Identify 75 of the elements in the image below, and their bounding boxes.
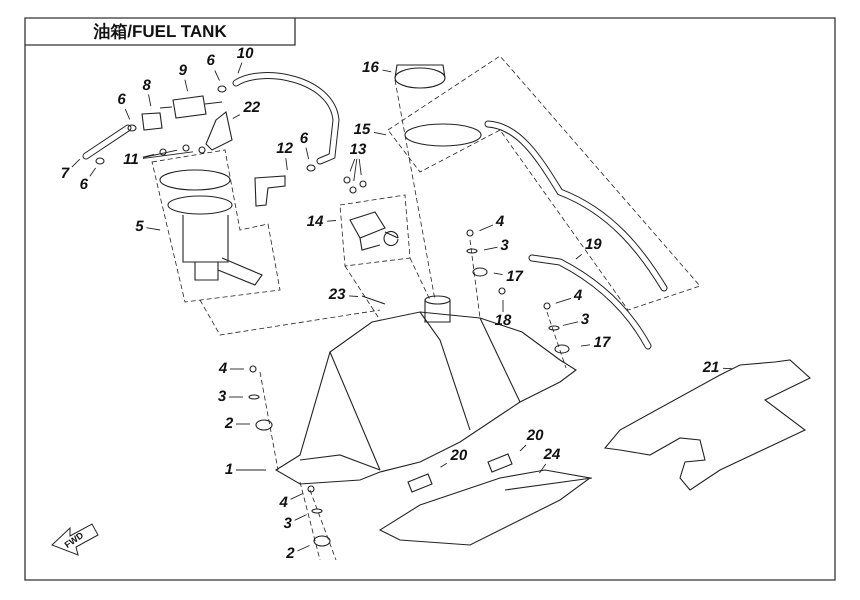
- leader-line: [296, 545, 310, 552]
- callout-number: 12: [272, 140, 297, 158]
- callout-number: 1: [222, 461, 236, 479]
- leader-line: [71, 158, 80, 168]
- leader-line: [580, 344, 590, 347]
- leader-line: [214, 70, 220, 82]
- leader-line: [290, 493, 304, 500]
- leader-line: [350, 158, 356, 172]
- diagram-title: 油箱/FUEL TANK: [92, 21, 228, 43]
- leader-line: [294, 514, 308, 521]
- leader-line: [555, 298, 572, 304]
- callout-number: 6: [204, 52, 218, 70]
- leader-line: [575, 254, 582, 260]
- callout-number: 17: [502, 268, 527, 286]
- leader-line: [124, 108, 130, 120]
- leader-line: [374, 132, 387, 136]
- callout-number: 14: [303, 213, 328, 232]
- callout-number: 10: [233, 44, 258, 63]
- callout-number: 6: [296, 130, 311, 148]
- callout-number: 23: [325, 286, 350, 304]
- leader-line: [479, 224, 494, 232]
- leader-line: [232, 114, 240, 119]
- leader-line: [353, 158, 358, 182]
- callout-number: 11: [119, 151, 143, 169]
- callout-number: 22: [240, 99, 264, 118]
- callout-number: 13: [346, 141, 370, 159]
- callout-number: 3: [215, 388, 229, 406]
- leader-line: [146, 227, 161, 230]
- leader-line: [142, 150, 178, 158]
- callout-number: 20: [523, 426, 548, 445]
- leader-line: [306, 147, 310, 160]
- callout-number: 20: [446, 446, 471, 465]
- leader-line: [520, 444, 527, 452]
- callout-number: 17: [590, 334, 614, 352]
- callout-number: 8: [140, 76, 154, 95]
- leader-line: [493, 272, 504, 276]
- callout-number: 6: [114, 91, 129, 110]
- callout-number: 3: [498, 236, 512, 255]
- leader-line: [285, 158, 288, 170]
- callout-number: 4: [571, 287, 585, 305]
- leader-line: [142, 151, 194, 159]
- leader-line: [238, 62, 242, 74]
- leader-line: [228, 396, 244, 398]
- leader-line: [382, 70, 392, 72]
- leader-line: [562, 321, 578, 326]
- leader-line: [148, 94, 152, 107]
- callout-number: 24: [540, 446, 564, 464]
- callout-number: 18: [491, 312, 515, 330]
- leader-line: [358, 158, 362, 176]
- leader-line: [230, 368, 244, 370]
- leader-line: [184, 79, 188, 92]
- callout-number: 19: [581, 236, 606, 254]
- callout-number: 5: [132, 218, 146, 236]
- leader-line: [440, 462, 448, 468]
- callout-number: 4: [216, 360, 230, 378]
- leader-line: [89, 168, 96, 177]
- callout-number: 7: [58, 165, 72, 184]
- leader-line: [722, 368, 732, 370]
- leader-line: [348, 295, 358, 297]
- leader-line: [483, 246, 498, 250]
- leader-line: [502, 300, 504, 312]
- callout-number: 2: [283, 545, 298, 564]
- callout-number: 4: [493, 213, 507, 231]
- callout-number: 21: [699, 358, 724, 377]
- callout-number: 15: [350, 121, 374, 139]
- callout-number: 16: [358, 58, 383, 77]
- callout-number: 9: [176, 62, 190, 80]
- callout-number: 2: [222, 415, 236, 433]
- callout-number: 3: [280, 514, 295, 533]
- callout-number: 4: [276, 494, 291, 512]
- leader-line: [142, 154, 155, 158]
- callout-number: 3: [578, 311, 592, 329]
- leader-line: [326, 220, 336, 222]
- leader-line: [538, 464, 546, 474]
- callout-number: 6: [76, 176, 91, 194]
